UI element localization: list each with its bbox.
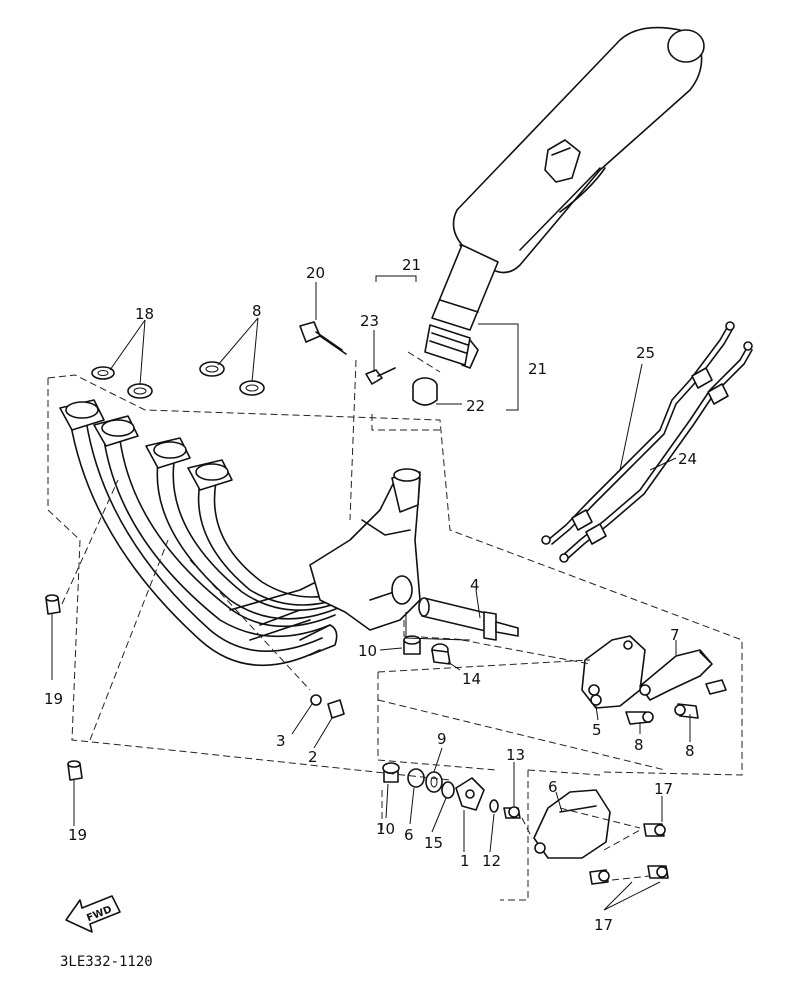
callout-20: 20 xyxy=(306,264,325,282)
callout-7: 7 xyxy=(670,626,680,644)
callout-23: 23 xyxy=(360,312,379,330)
callout-2: 2 xyxy=(308,748,318,766)
bolt-23 xyxy=(365,367,396,385)
guide-lines xyxy=(47,351,743,901)
arm-1 xyxy=(455,777,485,811)
valve-housing xyxy=(581,635,646,709)
collar-10-lower xyxy=(382,762,400,783)
collector-body xyxy=(309,468,421,631)
gasket-22 xyxy=(412,377,438,406)
pipe-4 xyxy=(418,597,519,641)
callout-21-top: 21 xyxy=(402,256,421,274)
nut-19-lower xyxy=(67,760,83,781)
callout-3: 3 xyxy=(276,732,286,750)
callout-6-lower: 6 xyxy=(404,826,414,844)
bolt-20 xyxy=(299,321,347,355)
washer-3 xyxy=(310,694,322,706)
callout-9: 9 xyxy=(437,730,447,748)
collar-10-top xyxy=(403,635,421,655)
callout-1: 1 xyxy=(460,852,470,870)
callout-10-top: 10 xyxy=(358,642,377,660)
washer-12 xyxy=(489,799,499,813)
cables xyxy=(541,321,753,563)
connector-pipe xyxy=(424,244,499,369)
callout-21-right: 21 xyxy=(528,360,547,378)
callout-22: 22 xyxy=(466,397,485,415)
callout-25: 25 xyxy=(636,344,655,362)
callout-24: 24 xyxy=(678,450,697,468)
screws-17 xyxy=(589,823,669,885)
callout-19-upper: 19 xyxy=(44,690,63,708)
callout-8-right: 8 xyxy=(685,742,695,760)
callout-14: 14 xyxy=(462,670,481,688)
callout-5: 5 xyxy=(592,721,602,739)
muffler xyxy=(452,26,705,274)
bolt-2 xyxy=(327,699,345,719)
gaskets-8-top xyxy=(199,361,265,396)
washer-6-lower xyxy=(407,768,425,788)
exhaust-headers xyxy=(59,399,366,667)
callout-4: 4 xyxy=(470,576,480,594)
callout-15: 15 xyxy=(424,834,443,852)
diagram-code: 3LE332-1120 xyxy=(60,954,153,970)
callout-12: 12 xyxy=(482,852,501,870)
fwd-arrow: FWD xyxy=(65,895,121,933)
callout-8-mid: 8 xyxy=(634,736,644,754)
screws-8-right xyxy=(625,679,727,725)
nut-19-upper xyxy=(45,594,61,615)
callout-18: 18 xyxy=(135,305,154,323)
callout-8-top: 8 xyxy=(252,302,262,320)
leader-lines xyxy=(51,275,691,911)
callout-19-lower: 19 xyxy=(68,826,87,844)
callout-13: 13 xyxy=(506,746,525,764)
ring-15 xyxy=(441,781,455,799)
cover-6 xyxy=(533,789,611,859)
callout-17-lower: 17 xyxy=(594,916,613,934)
gaskets-18 xyxy=(91,366,153,399)
callout-6-right: 6 xyxy=(548,778,558,796)
lever-7 xyxy=(639,649,713,701)
ring-9 xyxy=(425,771,443,793)
callout-labels: 18 8 20 21 23 21 22 25 24 4 10 14 7 5 8 … xyxy=(44,256,697,934)
callout-17-upper: 17 xyxy=(654,780,673,798)
collar-14 xyxy=(431,643,451,665)
callout-10-lower: 10 xyxy=(376,820,395,838)
screw-13 xyxy=(503,806,521,819)
